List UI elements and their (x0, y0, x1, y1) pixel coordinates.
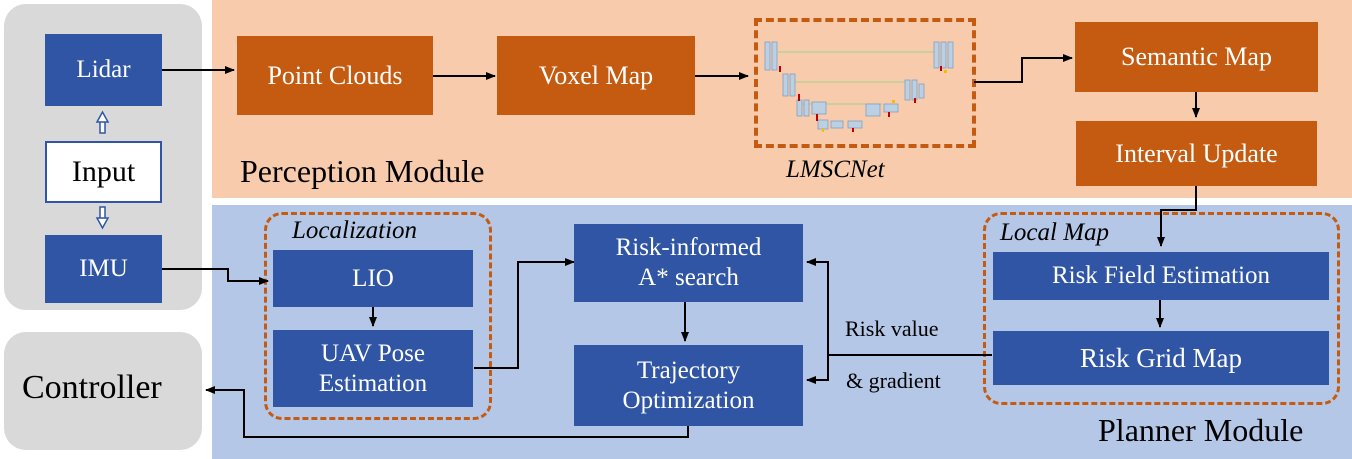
point-clouds-box: Point Clouds (237, 36, 433, 115)
lidar-box: Lidar (45, 34, 162, 106)
local-map-title: Local Map (1000, 219, 1110, 246)
planner-module-label: Planner Module (1098, 412, 1304, 448)
imu-box: IMU (45, 235, 162, 303)
lmscnet-thumbnail (764, 41, 954, 132)
lio-label: LIO (352, 264, 394, 292)
localization-group (264, 212, 492, 420)
controller-panel (4, 332, 202, 450)
voxel-map-box: Voxel Map (497, 36, 695, 115)
risk-search-line2: A* search (638, 264, 739, 291)
imu-label: IMU (79, 255, 128, 282)
input-box: Input (45, 141, 162, 203)
interval-update-label: Interval Update (1115, 138, 1278, 168)
risk-field-box: Risk Field Estimation (993, 252, 1329, 300)
risk-field-label: Risk Field Estimation (1051, 262, 1271, 289)
risk-grid-label: Risk Grid Map (1080, 342, 1242, 373)
gradient-label: & gradient (846, 368, 941, 393)
interval-update-box: Interval Update (1076, 121, 1317, 186)
semantic-map-box: Semantic Map (1075, 22, 1318, 92)
input-label: Input (71, 155, 136, 188)
lio-box: LIO (273, 250, 473, 307)
semantic-map-label: Semantic Map (1121, 42, 1272, 72)
controller-label: Controller (22, 369, 162, 406)
risk-search-line1: Risk-informed (615, 234, 762, 261)
risk-search-box: Risk-informed A* search (574, 224, 803, 302)
localization-title: Localization (292, 217, 418, 244)
voxel-map-label: Voxel Map (538, 60, 654, 90)
point-clouds-label: Point Clouds (267, 60, 403, 90)
risk-grid-box: Risk Grid Map (993, 331, 1329, 385)
lidar-label: Lidar (76, 56, 131, 83)
uav-pose-line2: Estimation (318, 369, 428, 397)
risk-value-label: Risk value (845, 316, 939, 341)
perception-module-label: Perception Module (240, 153, 485, 189)
lmscnet-label: LMSCNet (786, 156, 885, 183)
uav-pose-box: UAV Pose Estimation (273, 330, 473, 407)
trajectory-line2: Optimization (622, 386, 755, 414)
uav-pose-line1: UAV Pose (321, 339, 425, 367)
trajectory-box: Trajectory Optimization (574, 345, 803, 426)
trajectory-line1: Trajectory (636, 356, 741, 384)
